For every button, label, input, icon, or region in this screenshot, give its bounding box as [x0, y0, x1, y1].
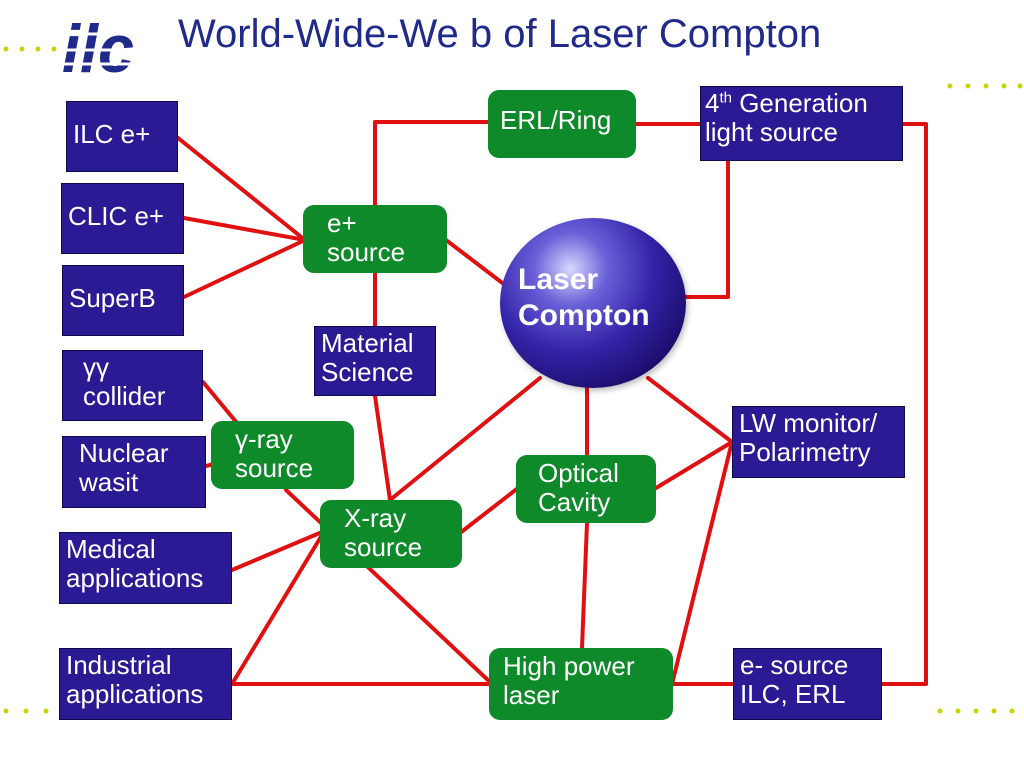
ilc-logo: ilc	[62, 14, 136, 78]
center-line1: Laser	[518, 263, 599, 296]
link-optical-lw	[654, 440, 734, 490]
link-xray-laser	[388, 376, 542, 502]
logo-text: ilc	[62, 14, 134, 78]
node-eplus-source: e+ source	[303, 205, 447, 273]
node-4th-generation: 4th Generation light source	[700, 86, 903, 161]
node-ilc-eplus: ILC e+	[66, 101, 178, 172]
link-xray-optical	[458, 486, 520, 535]
gen-suffix: th	[719, 89, 732, 107]
node-label-line2: ILC, ERL	[740, 679, 846, 710]
node-label: CLIC e+	[68, 201, 165, 231]
node-label-line2: Science	[321, 357, 414, 388]
node-label-line1: e- source	[740, 650, 849, 680]
center-line2: Compton	[518, 299, 650, 332]
node-gamma-ray-source: γ-ray source	[211, 421, 354, 489]
node-label-line2: source	[235, 453, 314, 484]
node-high-power-laser: High power laser	[489, 648, 673, 720]
laser-compton-sphere	[500, 218, 686, 388]
node-superb: SuperB	[62, 265, 184, 336]
node-clic-eplus: CLIC e+	[61, 183, 184, 254]
node-industrial-applications: Industrial applications	[59, 648, 232, 720]
node-label-line2: source	[344, 532, 423, 563]
node-label: SuperB	[69, 283, 156, 313]
node-label: ILC e+	[73, 119, 151, 149]
node-label-line2: Cavity	[538, 487, 611, 518]
node-xray-source: X-ray source	[320, 500, 462, 568]
node-label-line1: Nuclear	[79, 438, 169, 468]
gen-word: Generation	[731, 88, 868, 118]
node-gg-collider: γγ collider	[62, 350, 203, 421]
link-ilc-eplus	[176, 136, 307, 242]
link-gg-gamma	[201, 380, 239, 425]
link-eplus-laser	[444, 238, 507, 287]
node-label: ERL/Ring	[500, 105, 612, 135]
node-label-line1: Optical	[538, 458, 619, 488]
node-label-line1: Industrial	[66, 650, 172, 680]
link-4thgen-laser	[682, 158, 730, 299]
node-label-line2: laser	[503, 680, 560, 711]
node-label-line2: collider	[83, 381, 166, 412]
node-label-line1: e+	[327, 208, 357, 238]
link-laser-lw	[646, 376, 734, 444]
node-optical-cavity: Optical Cavity	[516, 455, 656, 523]
node-material-science: Material Science	[314, 326, 436, 396]
link-industrial-xray	[230, 533, 324, 686]
node-label-line2: light source	[705, 117, 838, 148]
node-label-line1: LW monitor/	[739, 408, 878, 438]
node-label-line2: applications	[66, 679, 204, 710]
node-label-line1: X-ray	[344, 503, 407, 533]
node-label-line2: applications	[66, 563, 204, 594]
gen-number: 4	[705, 88, 720, 118]
link-material-xray	[373, 394, 392, 502]
node-label-line1: γγ	[83, 352, 109, 382]
node-label-line1: High power	[503, 651, 635, 681]
node-label-line1: 4th Generation	[705, 88, 896, 118]
node-label-line2: Polarimetry	[739, 437, 871, 468]
link-medical-xray	[230, 530, 324, 572]
link-eplus-erl	[373, 120, 491, 207]
node-erl-ring: ERL/Ring	[488, 90, 636, 158]
link-highpower-lw	[670, 440, 734, 686]
node-medical-applications: Medical applications	[59, 532, 232, 604]
node-label-line1: Medical	[66, 534, 156, 564]
node-label-line2: wasit	[79, 467, 139, 498]
node-nuclear-wasit: Nuclear wasit	[62, 436, 206, 508]
node-label-line2: source	[327, 237, 406, 268]
node-label-line1: Material	[321, 328, 414, 358]
link-4thgen-eminus	[880, 122, 928, 686]
laser-compton-label: Laser Compton	[518, 262, 650, 334]
page-title: World-Wide-We b of Laser Compton	[178, 12, 822, 56]
node-label-line1: γ-ray	[235, 424, 293, 454]
node-lw-monitor: LW monitor/ Polarimetry	[732, 406, 905, 478]
link-clic-eplus	[182, 216, 307, 242]
node-e-minus-source: e- source ILC, ERL	[733, 648, 882, 720]
link-superb-eplus	[182, 238, 307, 299]
link-optical-highpower	[580, 521, 589, 650]
